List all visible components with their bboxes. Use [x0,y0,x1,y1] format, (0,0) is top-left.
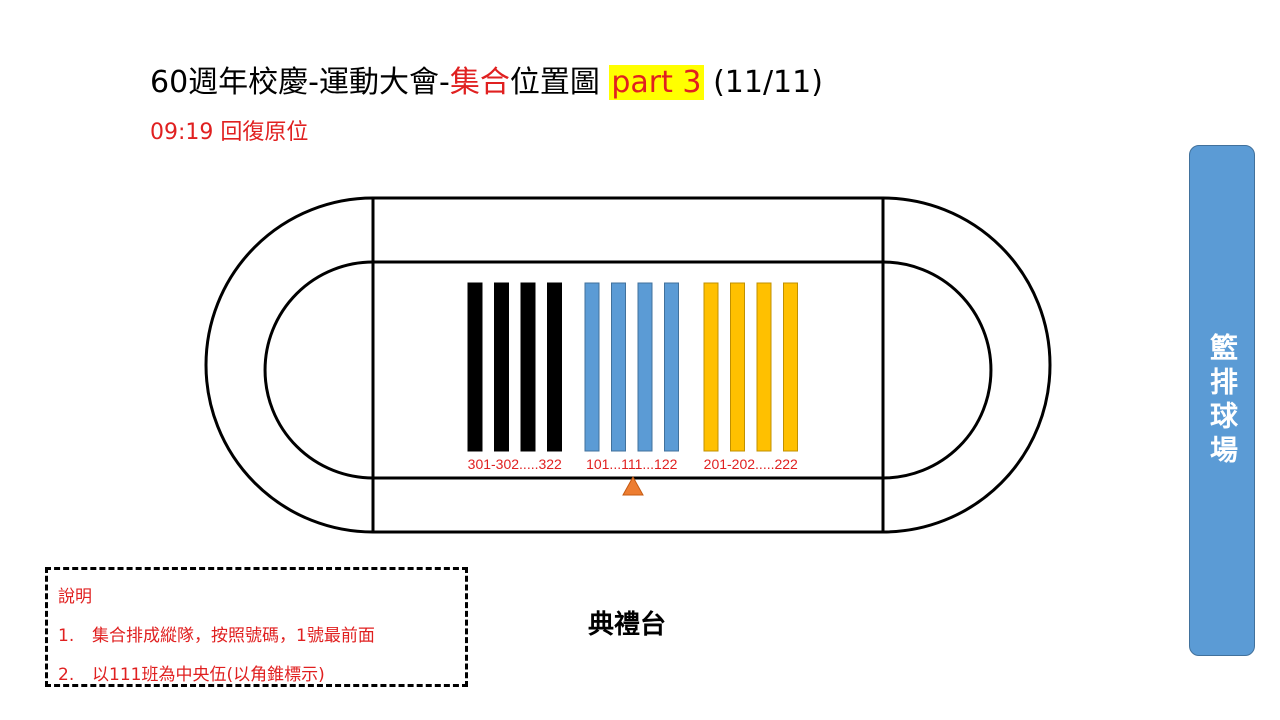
class-column-bar [703,282,719,452]
group-label: 201-202.....222 [704,456,798,472]
stage-label: 典禮台 [588,610,667,640]
class-column-bar [730,282,745,452]
note-text-1: 集合排成縱隊，按照號碼，1號最前面 [92,626,375,646]
class-column-bar [520,282,536,452]
court-label: 籃排球場 [1206,332,1239,469]
title-part-3: 位置圖 [509,65,610,100]
group-label: 301-302.....322 [468,456,562,472]
class-column-bar [664,282,679,452]
note-text-2: 以111班為中央伍(以角錐標示) [92,665,325,685]
class-column-bar [756,282,772,452]
class-column-bar [783,282,798,452]
class-column-bar [637,282,653,452]
basketball-volleyball-court: 籃排球場 [1189,145,1255,656]
notes-heading: 說明 [58,587,92,607]
note-num-2: 2. [58,665,75,685]
class-column-bar [611,282,626,452]
title-part-1: 60週年校慶-運動大會- [150,65,450,100]
class-column-bar [494,282,509,452]
group-labels: 301-302.....322 101...111...122 201-202...… [468,456,798,472]
notes-box: 說明 1. 集合排成縱隊，按照號碼，1號最前面 2. 以111班為中央伍(以角錐標示… [45,567,468,687]
class-columns [467,282,798,452]
title-part-4: part 3 [609,65,704,100]
class-column-bar [467,282,483,452]
class-column-bar [584,282,600,452]
note-num-1: 1. [58,626,75,646]
page-title: 60週年校慶-運動大會-集合位置圖 part 3 (11/11) [150,62,823,104]
class-column-bar [547,282,562,452]
title-part-2: 集合 [449,65,510,100]
outer-track [204,196,1052,534]
subtitle: 09:19 回復原位 [150,120,309,145]
note-item-1: 1. 集合排成縱隊，按照號碼，1號最前面 [58,621,455,646]
group-label: 101...111...122 [586,456,678,472]
note-item-2: 2. 以111班為中央伍(以角錐標示) [58,660,455,685]
cone-marker [622,475,644,496]
title-part-5: (11/11) [703,65,823,100]
